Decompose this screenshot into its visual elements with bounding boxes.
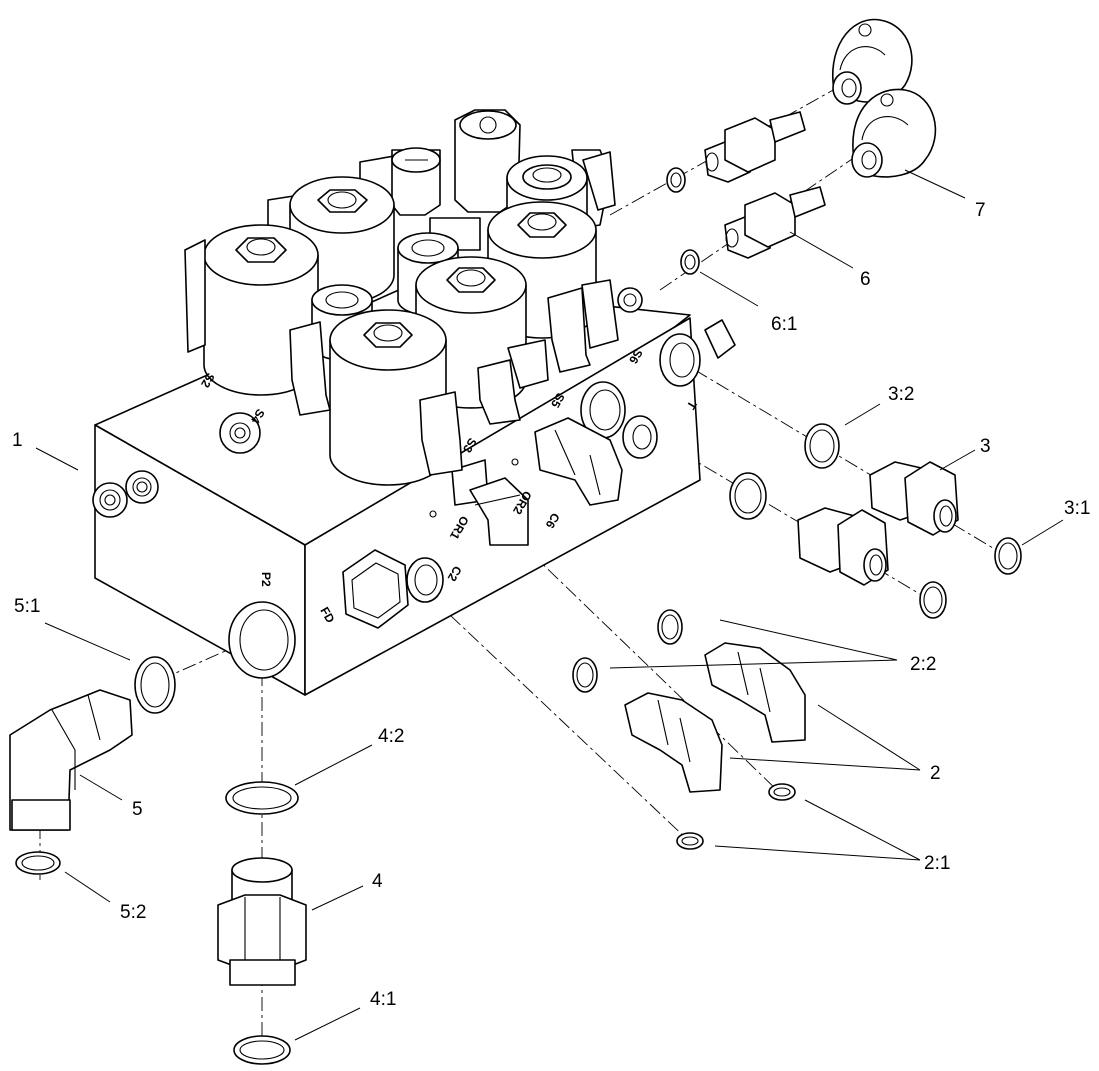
elbow-fittings-2 xyxy=(624,642,806,793)
callout-5-1: 5:1 xyxy=(14,596,40,617)
large-elbow-5 xyxy=(9,689,133,831)
callout-4-2: 4:2 xyxy=(378,726,404,747)
port-label-s6: S6 xyxy=(626,347,646,367)
callout-5-2: 5:2 xyxy=(120,902,146,923)
port-label-s4: S4 xyxy=(248,407,268,427)
callout-5: 5 xyxy=(132,799,143,820)
callout-3-1: 3:1 xyxy=(1064,498,1090,519)
callout-7: 7 xyxy=(975,200,986,221)
or2-elbow-fitting xyxy=(534,417,623,506)
callout-3-2: 3:2 xyxy=(888,384,914,405)
callout-2-1: 2:1 xyxy=(924,853,950,874)
callout-6-1: 6:1 xyxy=(771,314,797,335)
callout-2: 2 xyxy=(930,763,941,784)
port-label-s2: S2 xyxy=(198,371,218,391)
callout-labels: 1 7 6 6:1 3:2 3 3:1 2:2 2 2:1 5:1 4:2 5 … xyxy=(12,200,1090,1010)
quick-fittings xyxy=(704,111,826,259)
port-fittings-right xyxy=(342,319,736,629)
callout-2-2: 2:2 xyxy=(910,654,936,675)
leader-lines xyxy=(35,169,1064,1041)
c6-elbow-fitting xyxy=(451,459,529,546)
flange-caps xyxy=(832,18,937,178)
callout-1: 1 xyxy=(12,430,23,451)
straight-connectors xyxy=(797,461,959,586)
port-label-p2: P2 xyxy=(259,572,273,587)
port-fittings-left xyxy=(92,470,296,679)
o-rings xyxy=(15,167,1022,1065)
callout-4: 4 xyxy=(372,871,383,892)
straight-adapter-4 xyxy=(217,857,307,986)
callout-4-1: 4:1 xyxy=(370,989,396,1010)
callout-6: 6 xyxy=(860,269,871,290)
callout-3: 3 xyxy=(980,436,991,457)
port-label-s5: S5 xyxy=(548,391,568,411)
port-label-c6: C6 xyxy=(543,511,563,532)
solenoid-valve-stack xyxy=(184,109,619,486)
port-label-c2: C2 xyxy=(445,564,465,585)
port-label-s3: S3 xyxy=(460,436,480,456)
